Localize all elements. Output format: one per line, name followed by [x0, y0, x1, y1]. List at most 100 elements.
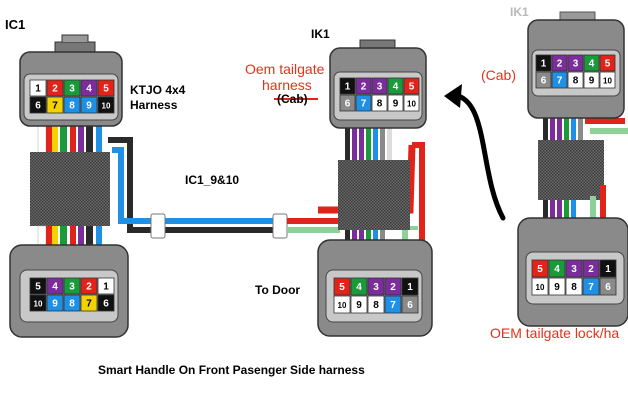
connector-pin — [63, 96, 81, 114]
pin-number: 5 — [605, 59, 611, 70]
pin-number: 8 — [571, 282, 577, 293]
pin-number: 10 — [102, 102, 111, 111]
pin-number: 3 — [571, 264, 577, 275]
oem-tailgate-label-line1: Oem tailgate — [245, 61, 325, 77]
connector-pin — [535, 54, 552, 72]
pin-number: 7 — [588, 282, 594, 293]
ic1-9-10-label: IC1_9&10 — [185, 173, 240, 187]
pin-number: 10 — [603, 77, 612, 86]
pin-number: 2 — [557, 59, 563, 70]
pin-number: 7 — [52, 101, 58, 112]
to-door-label: To Door — [255, 283, 301, 297]
connector-pin — [599, 71, 616, 89]
connector-pin — [551, 54, 568, 72]
pin-number: 4 — [393, 82, 399, 93]
connector-pin — [350, 277, 368, 296]
connector-pin — [333, 295, 351, 314]
pin-number: 3 — [377, 82, 383, 93]
connector-pin — [531, 277, 549, 296]
connector-pin — [582, 259, 600, 278]
pin-number: 9 — [554, 282, 560, 293]
connector-pin — [387, 77, 404, 95]
pin-number: 8 — [377, 99, 383, 110]
pin-number: 3 — [69, 84, 75, 95]
pin-number: 5 — [35, 282, 41, 293]
connector-pin — [63, 79, 81, 97]
ic1-harness-bundle — [30, 121, 110, 247]
pin-number: 1 — [103, 282, 109, 293]
connector-pin — [371, 94, 388, 112]
connector-pin — [567, 54, 584, 72]
connector-pin — [401, 277, 419, 296]
connector-pin — [339, 94, 356, 112]
pin-number: 7 — [86, 299, 92, 310]
connector-pin — [46, 277, 64, 295]
pin-number: 6 — [345, 99, 351, 110]
pin-number: 5 — [339, 282, 345, 293]
pin-number: 8 — [69, 299, 75, 310]
pin-number: 1 — [407, 282, 413, 293]
connector-pin — [599, 277, 617, 296]
connector-pin — [355, 77, 372, 95]
pin-number: 4 — [86, 84, 92, 95]
pin-number: 7 — [361, 99, 367, 110]
pin-number: 9 — [356, 300, 362, 311]
connector-pin — [403, 94, 420, 112]
arrow-icon — [444, 84, 506, 221]
connector-pin — [403, 77, 420, 95]
pin-number: 4 — [589, 59, 595, 70]
connector-pin — [565, 259, 583, 278]
connector-pin — [567, 71, 584, 89]
connector-pin — [46, 96, 64, 114]
connector-pin — [46, 79, 64, 97]
connector-pin — [80, 79, 98, 97]
connector-pin — [355, 94, 372, 112]
connector-pin — [551, 71, 568, 89]
pin-number: 3 — [69, 282, 75, 293]
pin-number: 10 — [338, 301, 347, 310]
pin-number: 6 — [35, 101, 41, 112]
pin-number: 1 — [605, 264, 611, 275]
connector-pin — [583, 71, 600, 89]
pin-number: 5 — [537, 264, 543, 275]
ik1-right-label: IK1 — [510, 5, 529, 19]
pin-number: 6 — [103, 299, 109, 310]
pin-number: 2 — [86, 282, 92, 293]
oem-lock-label: OEM tailgate lock/ha — [490, 325, 620, 341]
pin-number: 9 — [589, 76, 595, 87]
connector-pin — [46, 294, 64, 312]
connector-pin — [384, 295, 402, 314]
connector-pin — [548, 277, 566, 296]
connector-pin — [63, 277, 81, 295]
pin-number: 4 — [356, 282, 362, 293]
pin-number: 5 — [103, 84, 109, 95]
pin-number: 5 — [409, 82, 415, 93]
pin-number: 9 — [52, 299, 58, 310]
connector-pin — [80, 96, 98, 114]
connector-pin — [29, 277, 47, 295]
ik1-harness-bundle — [338, 122, 410, 244]
pin-number: 10 — [34, 300, 43, 309]
connector-pin — [29, 79, 47, 97]
connector-pin — [80, 277, 98, 295]
ic1-label: IC1 — [5, 17, 26, 32]
connector-pin — [63, 294, 81, 312]
connector-pin — [583, 54, 600, 72]
pin-number: 6 — [541, 76, 547, 87]
pin-number: 8 — [373, 300, 379, 311]
cab-struck-label: (Cab) — [277, 92, 308, 106]
connector-pin — [548, 259, 566, 278]
connector-pin — [599, 54, 616, 72]
pin-number: 7 — [557, 76, 563, 87]
pin-number: 8 — [69, 101, 75, 112]
connector-pin — [367, 295, 385, 314]
pin-number: 4 — [554, 264, 560, 275]
pin-number: 2 — [390, 282, 396, 293]
pin-number: 4 — [52, 282, 58, 293]
pin-number: 1 — [345, 82, 351, 93]
pin-number: 3 — [573, 59, 579, 70]
